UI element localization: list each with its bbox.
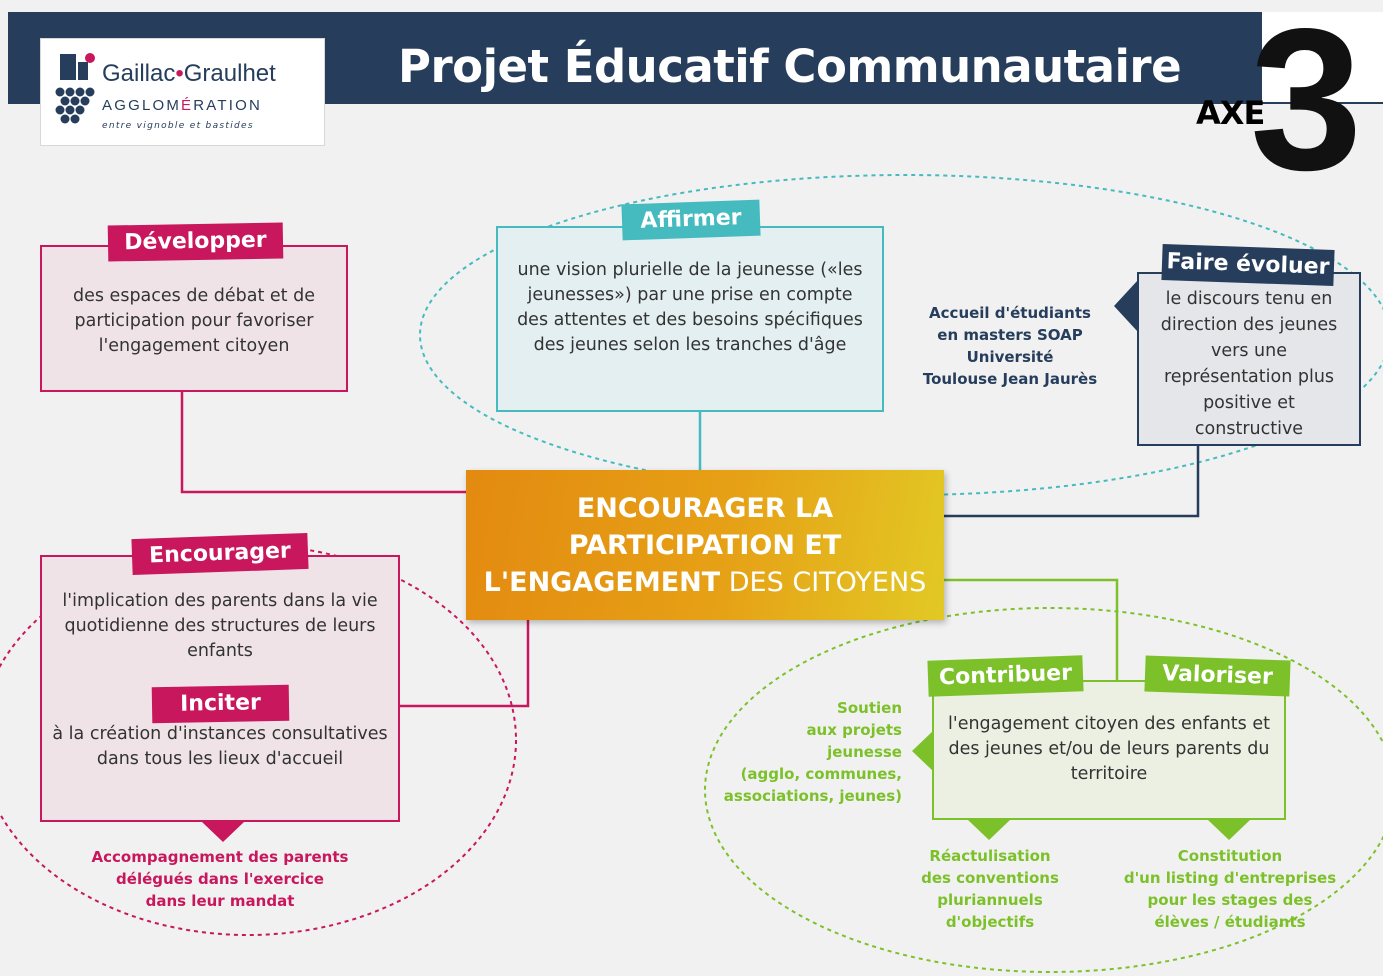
contribuer-badge: Contribuer (927, 655, 1084, 697)
pink-pointer-arrow (202, 822, 244, 842)
axe-label: AXE (1196, 94, 1265, 132)
constitution-note: Constitution d'un listing d'entreprises … (1123, 847, 1337, 931)
navy-pointer-arrow (1114, 280, 1138, 332)
faire-evoluer-box: le discours tenu en direction des jeunes… (1137, 272, 1361, 446)
contribuer-connector (944, 578, 1119, 680)
inciter-text: à la création d'instances consultatives … (52, 724, 388, 769)
faire-evoluer-text: le discours tenu en direction des jeunes… (1160, 289, 1338, 439)
affirmer-badge: Affirmer (621, 199, 761, 241)
encourager-badge: Encourager (131, 532, 309, 576)
contribuer-box: l'engagement citoyen des enfants et des … (932, 680, 1286, 820)
green-pointer-down-1 (968, 820, 1010, 840)
logo-name: Gaillac•Graulhet (102, 60, 276, 87)
logo-agglomeration: AGGLOMÉRATION (102, 97, 263, 114)
affirmer-text: une vision plurielle de la jeunesse («le… (517, 260, 863, 355)
inciter-badge: Inciter (151, 684, 290, 724)
accompagnement-note: Accompagnement des parents délégués dans… (91, 848, 349, 910)
affirmer-box: une vision plurielle de la jeunesse («le… (496, 226, 884, 412)
encourager-text: l'implication des parents dans la vie qu… (62, 591, 378, 661)
faire-evoluer-connector (944, 445, 1200, 518)
developper-text: des espaces de débat et de participation… (73, 286, 315, 356)
grapes-logo-icon (55, 53, 95, 124)
green-pointer-down-2 (1208, 820, 1250, 840)
page-title: Projet Éducatif Communautaire (398, 40, 1182, 93)
soutien-note: Soutien aux projets jeunesse (agglo, com… (723, 699, 902, 805)
green-pointer-left (912, 730, 934, 772)
axe-number: 3 (1250, 0, 1363, 212)
accueil-note: Accueil d'étudiants en masters SOAP Univ… (922, 304, 1098, 388)
developper-connector (180, 390, 466, 494)
central-goal-box: ENCOURAGER LA PARTICIPATION ET L'ENGAGEM… (466, 470, 944, 620)
faire-evoluer-badge: Faire évoluer (1161, 244, 1335, 286)
logo-tagline: entre vignoble et bastides (102, 121, 254, 131)
developper-box: des espaces de débat et de participation… (40, 245, 348, 392)
reactualisation-note: Réactulisation des conventions pluriannu… (921, 847, 1059, 931)
valoriser-badge: Valoriser (1144, 655, 1291, 697)
developper-badge: Développer (107, 222, 284, 262)
axe-background (1262, 12, 1383, 102)
contribuer-text: l'engagement citoyen des enfants et des … (948, 714, 1270, 784)
